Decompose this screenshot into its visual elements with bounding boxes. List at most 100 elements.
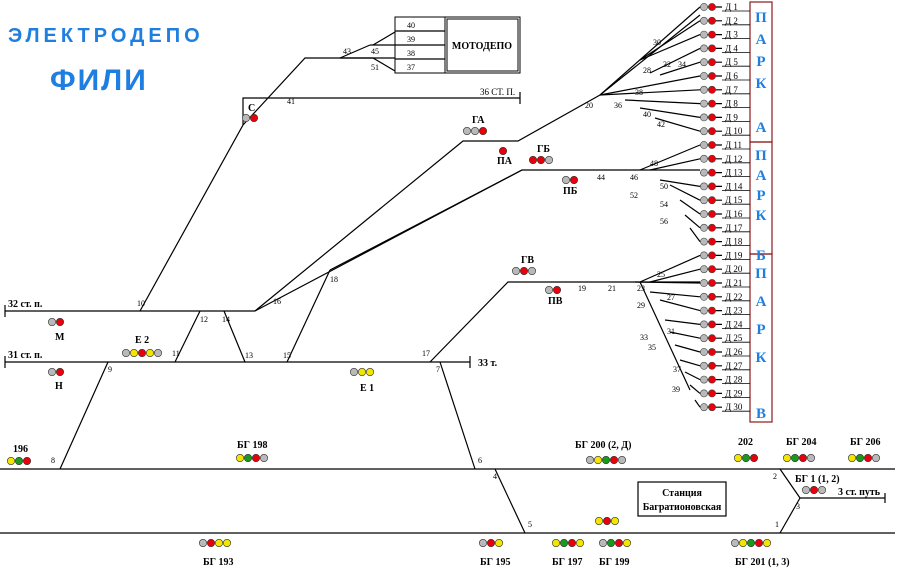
depot-signal: [700, 251, 716, 260]
signal-label-gb: ГБ: [537, 144, 550, 155]
station-label-2: Багратионовская: [643, 502, 722, 513]
depot-track-label: Д 17: [725, 223, 743, 233]
park-letter: А: [756, 294, 767, 310]
signal-label-e1: Е 1: [360, 383, 374, 394]
signal-label-bg201: БГ 201 (1, 3): [735, 557, 790, 568]
signal-pv-icon: [544, 285, 561, 294]
depot-signal: [700, 361, 716, 370]
depot-signal: [700, 196, 716, 205]
depot-track-label: Д 22: [725, 292, 742, 302]
depot-signal: [700, 44, 716, 53]
switch-number: 7: [436, 365, 440, 374]
depot-track-label: Д 3: [725, 30, 738, 40]
depot-track-label: Д 24: [725, 319, 743, 329]
depot-signal: [700, 154, 716, 163]
depot-signal: [700, 182, 716, 191]
motodepot-label: МОТОДЕПО: [452, 41, 512, 52]
depot-track-label: Д 21: [725, 278, 742, 288]
moto-row-3: 38: [407, 49, 415, 58]
depot-track-label: Д 26: [725, 347, 743, 357]
switch-number: 28: [643, 66, 651, 75]
park-letter: Р: [756, 322, 765, 338]
switch-number: 44: [597, 173, 605, 182]
depot-track-label: Д 30: [725, 402, 743, 412]
signal-gb-icon: [528, 156, 553, 165]
signal-pa-icon: [498, 147, 507, 156]
switch-number: 18: [330, 275, 338, 284]
switch-number: 34: [678, 60, 686, 69]
switch-number: 23: [637, 284, 645, 293]
depot-track-label: Д 18: [725, 237, 743, 247]
switch-number: 9: [108, 365, 112, 374]
switch-number: 4: [493, 472, 497, 481]
signal-label-ga: ГА: [472, 115, 485, 126]
depot-track-label: Д 20: [725, 264, 743, 274]
signal-label-bg199: БГ 199: [599, 557, 629, 568]
switch-number: 16: [273, 297, 281, 306]
signal-m-icon: [47, 317, 64, 326]
signal-bg206-icon: [847, 453, 880, 462]
park-letter: К: [756, 208, 767, 224]
title-line2: ФИЛИ: [50, 64, 148, 97]
depot-track-label: Д 15: [725, 195, 743, 205]
switch-number: 1: [775, 520, 779, 529]
park-letter: П: [755, 148, 767, 164]
signal-label-m: М: [55, 332, 65, 343]
depot-track-label: Д 12: [725, 154, 742, 164]
signal-label-bg200: БГ 200 (2, Д): [575, 440, 632, 451]
switch-number: 8: [51, 456, 55, 465]
depot-signal: [700, 223, 716, 232]
signal-bg1-icon: [801, 485, 826, 494]
signal-bg201-icon: [730, 538, 771, 547]
motodepot-block: 40 39 38 37 МОТОДЕПО: [394, 16, 521, 74]
park-letter: Р: [756, 54, 765, 70]
switch-number: 2: [773, 472, 777, 481]
signal-label-bg198: БГ 198: [237, 440, 267, 451]
switch-number: 56: [660, 217, 668, 226]
track-36-label: 36 СТ. П.: [480, 87, 515, 97]
switch-number: 39: [672, 385, 680, 394]
switch-number: 46: [630, 173, 638, 182]
park-letter: А: [756, 32, 767, 48]
depot-track-label: Д 29: [725, 388, 743, 398]
signal-label-bg193: БГ 193: [203, 557, 233, 568]
depot-signal: [700, 141, 716, 149]
depot-track-label: Д 8: [725, 99, 738, 109]
switch-number: 21: [608, 284, 616, 293]
depot-signal: [700, 210, 716, 218]
switch-number: 50: [660, 182, 668, 191]
signal-label-pv: ПВ: [548, 296, 563, 307]
signal-n-icon: [47, 367, 64, 376]
signal-bg195-icon: [478, 538, 503, 547]
signal-202-icon: [733, 453, 758, 462]
switch-number: 42: [657, 120, 665, 129]
signal-label-bg204: БГ 204: [786, 437, 816, 448]
switch-number: 30: [653, 38, 661, 47]
signal-label-196: 196: [13, 444, 28, 455]
switch-number: 32: [663, 60, 671, 69]
depot-signal: [700, 58, 716, 67]
signal-c-icon: [242, 114, 259, 123]
signal-label-e2: Е 2: [135, 335, 149, 346]
title-line1: ЭЛЕКТРОДЕПО: [8, 25, 204, 47]
depot-track-label: Д 14: [725, 181, 743, 191]
switch-number: 40: [643, 110, 651, 119]
signal-label-bg197: БГ 197: [552, 557, 582, 568]
switch-number: 17: [422, 349, 430, 358]
switch-number: 15: [283, 351, 291, 360]
switch-number: 3: [796, 502, 800, 511]
switch-number: 33: [640, 333, 648, 342]
signal-bg193-icon: [199, 538, 232, 547]
signals: [7, 114, 880, 547]
signal-bg200-icon: [585, 455, 626, 464]
signal-label-bg1: БГ 1 (1, 2): [795, 474, 840, 485]
switch-number: 13: [245, 351, 253, 360]
depot-track-label: Д 6: [725, 71, 738, 81]
switch-number: 52: [630, 191, 638, 200]
depot-track-label: Д 16: [725, 209, 743, 219]
switch-number: 36: [614, 101, 622, 110]
depot-signal: [700, 237, 716, 246]
switch-number: 29: [637, 301, 645, 310]
